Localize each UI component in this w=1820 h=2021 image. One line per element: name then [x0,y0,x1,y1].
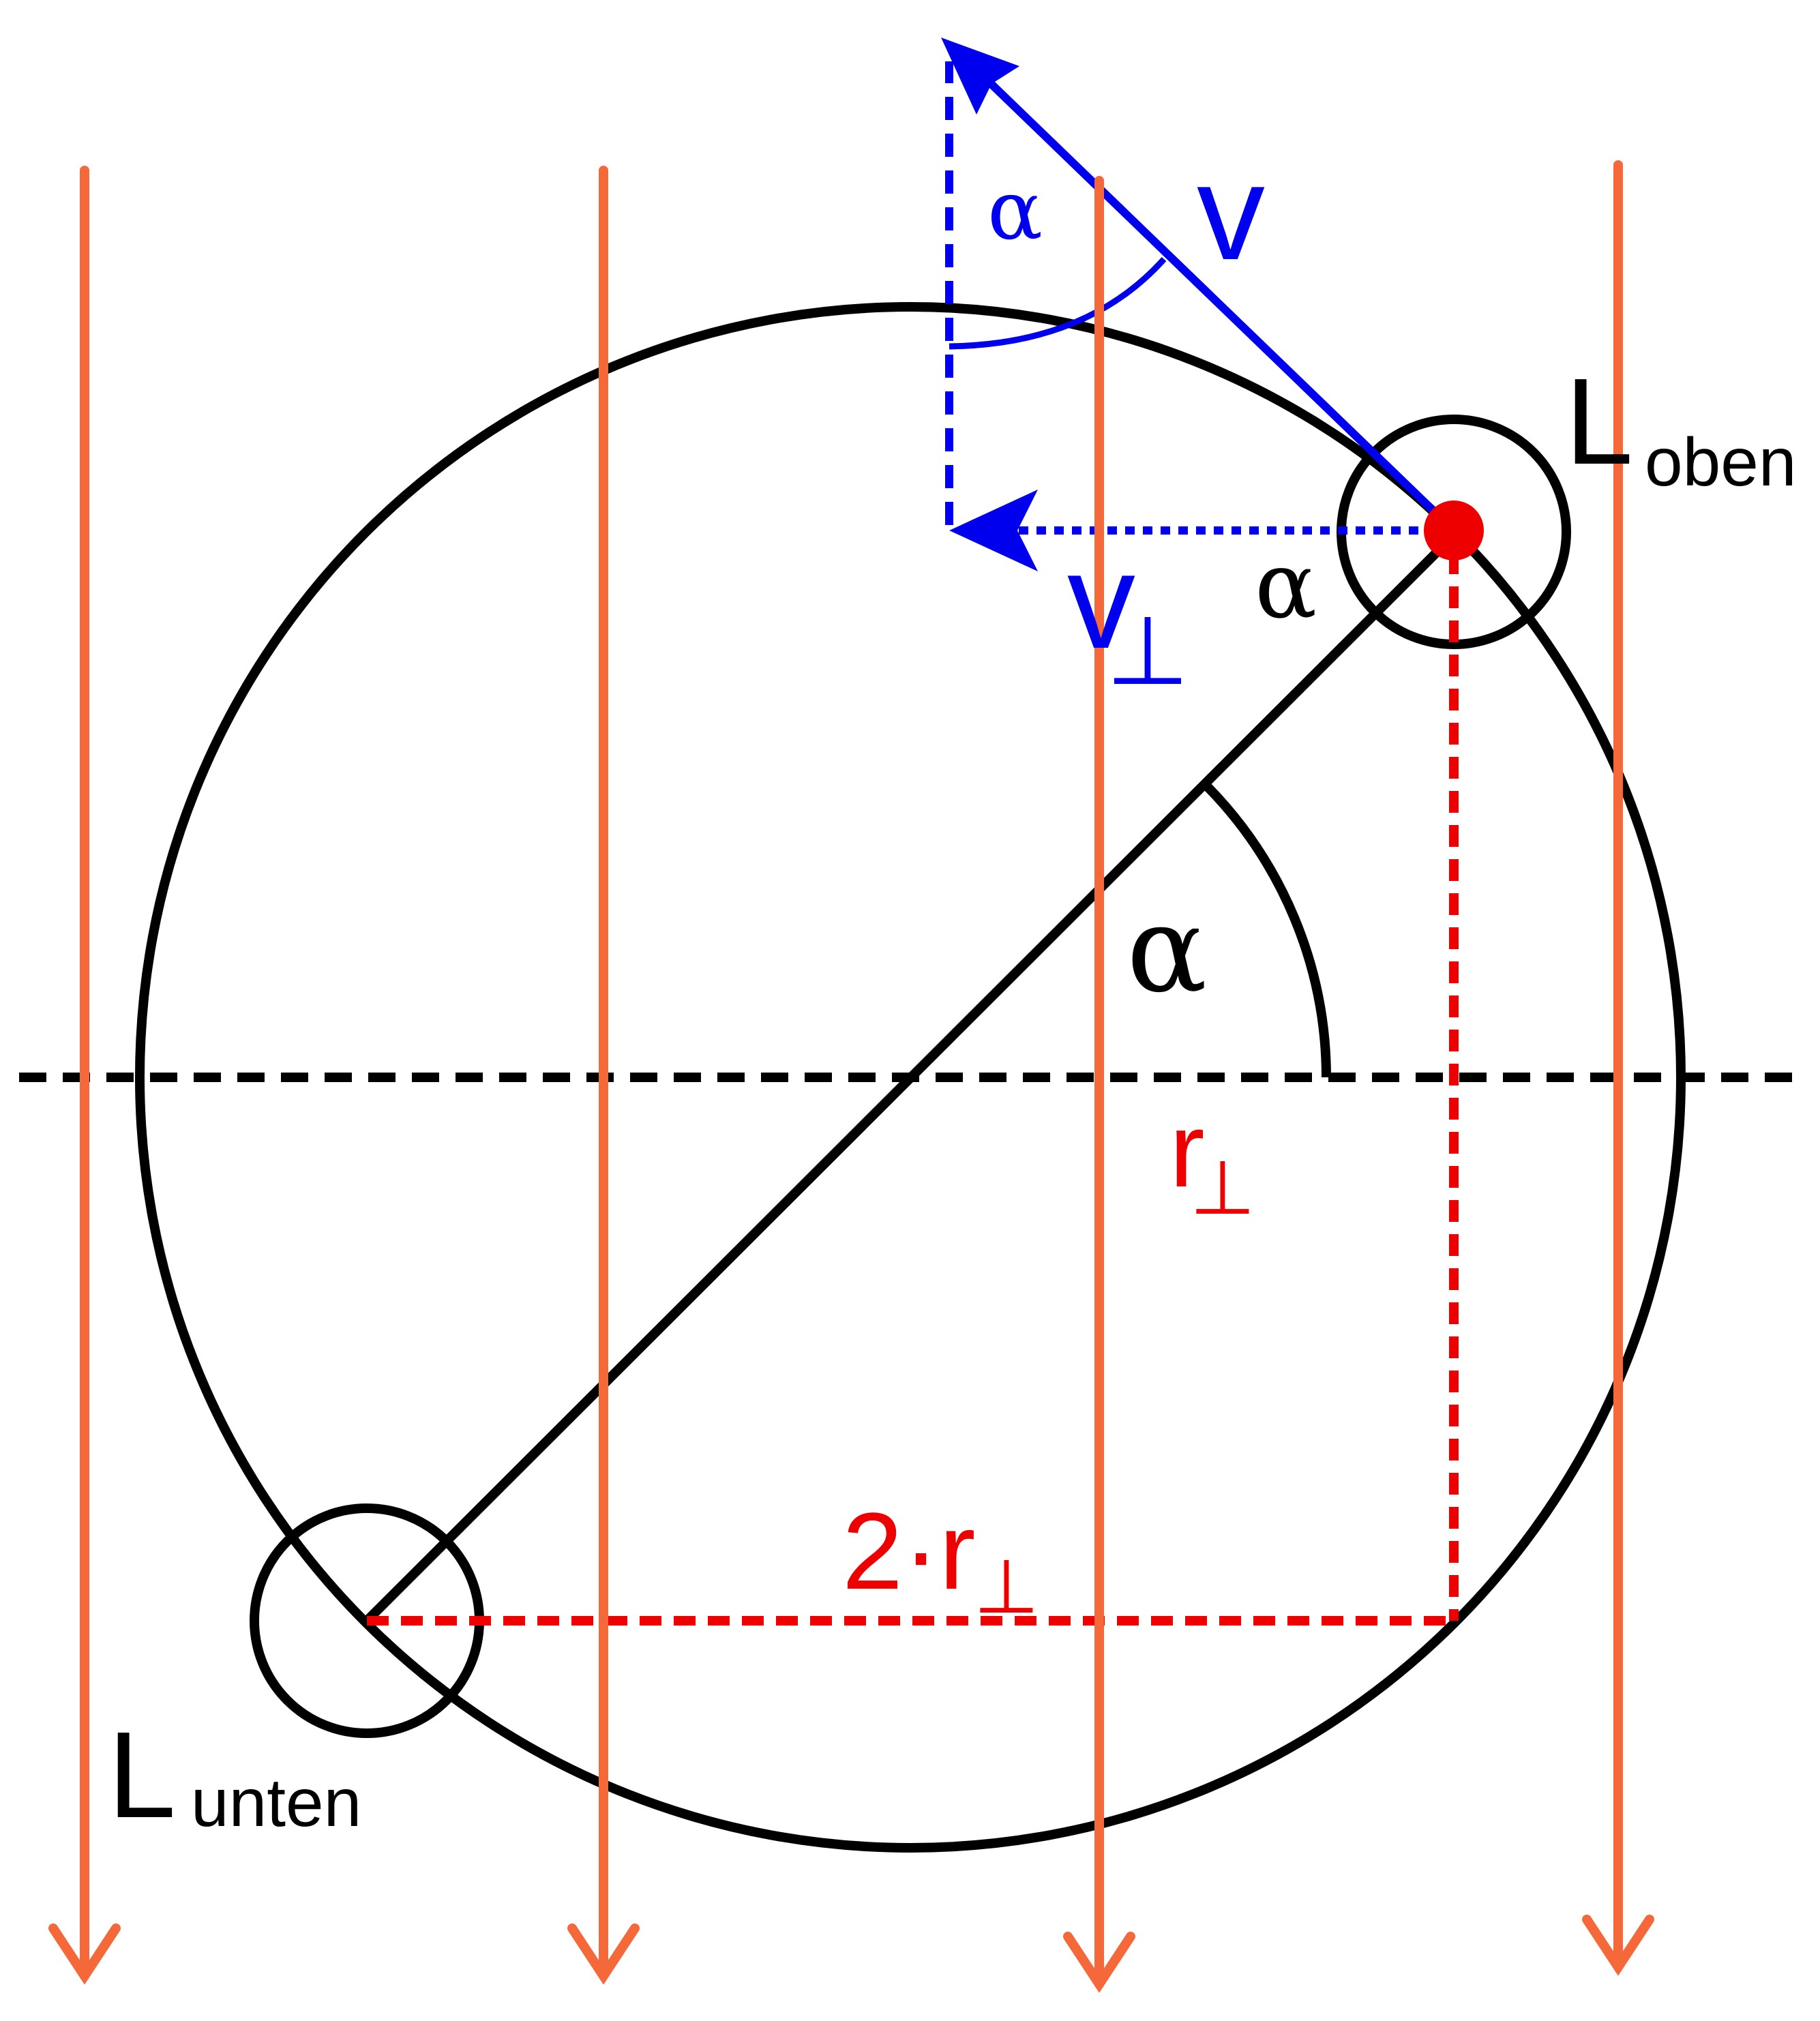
L-top-sub: oben [1645,424,1796,500]
L-bottom-sub: unten [191,1765,361,1841]
velocity-perp-arrowhead [949,490,1038,571]
velocity-arrowhead [941,38,1019,115]
L-bottom-label: L unten [108,1707,361,1844]
field-line [1063,176,1135,1993]
velocity-perp-symbol: ⊥ [1106,597,1189,704]
field-line [1582,160,1654,1976]
L-top-base: L [1565,353,1633,490]
two-r-perp-label: 2·r ⊥ [842,1490,1039,1629]
L-top-label: L oben [1565,353,1796,500]
velocity-perp-label: v ⊥ [1067,525,1189,704]
velocity-vector [979,72,1457,534]
L-bottom-base: L [108,1707,176,1844]
charge-dot [1424,500,1484,560]
field-lines [48,160,1654,1993]
r-perp-base: r [1169,1091,1205,1209]
r-perp-label: r ⊥ [1169,1091,1255,1230]
velocity-perp-base: v [1067,525,1135,677]
alpha-mid-label: α [1255,532,1317,639]
alpha-center-arc [1201,780,1331,1078]
field-line [48,166,121,1985]
alpha-top-arc [949,256,1167,350]
velocity-label: v [1197,136,1265,288]
two-r-perp-symbol: ⊥ [974,1545,1039,1629]
two-r-perp-base: 2·r [842,1490,976,1612]
diameter-line [363,532,1457,1624]
r-perp-symbol: ⊥ [1190,1146,1255,1230]
field-line [567,166,640,1985]
alpha-center-label: α [1127,881,1207,1019]
alpha-top-label: α [987,164,1043,258]
